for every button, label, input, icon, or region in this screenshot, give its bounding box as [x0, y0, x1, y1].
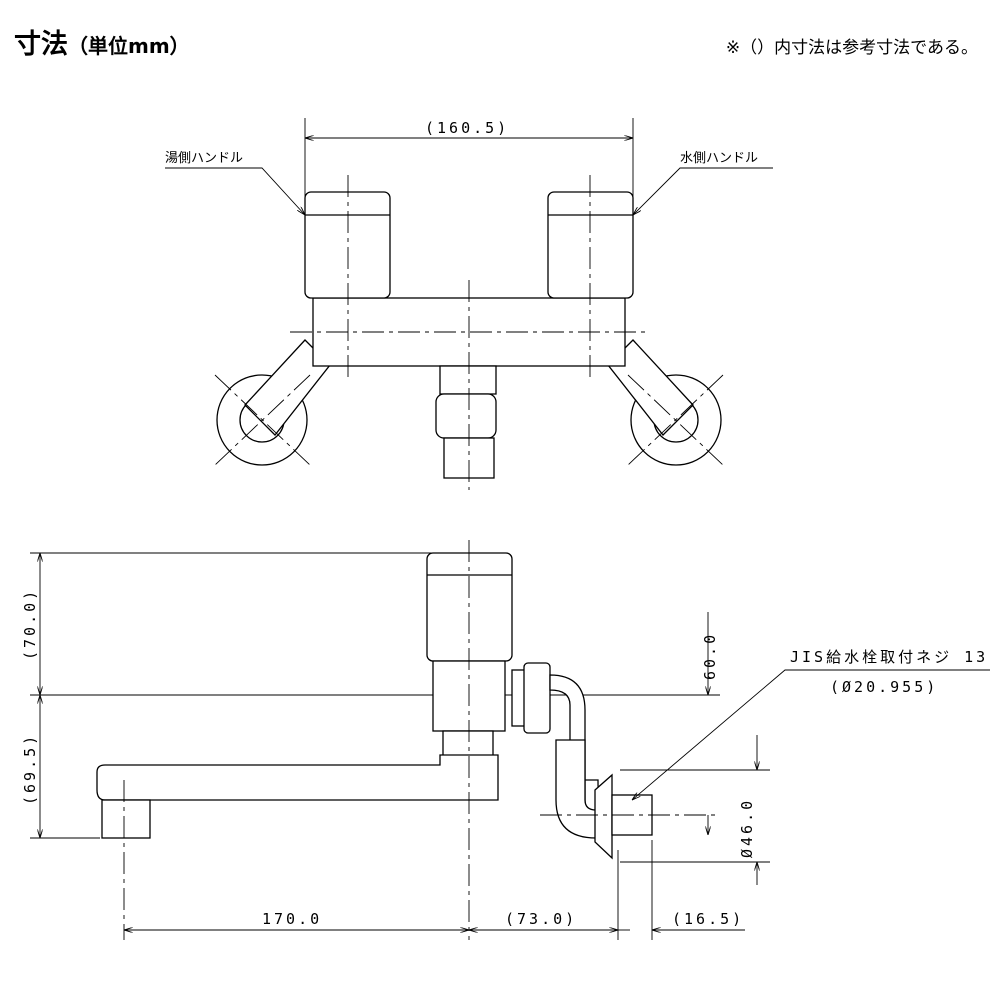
thread-size: (Ø20.955)	[830, 678, 938, 696]
dim-handle-height: (70.0)	[21, 588, 39, 660]
cold-handle	[547, 191, 634, 299]
dim-16-5: (16.5)	[672, 910, 744, 928]
dim-60: 60.0	[701, 632, 719, 680]
title-unit: （単位mm）	[68, 34, 190, 58]
dim-diameter: Ø46.0	[738, 798, 756, 858]
hot-handle-label: 湯側ハンドル	[165, 151, 243, 166]
hot-handle	[304, 191, 391, 299]
dim-width: (160.5)	[425, 119, 509, 137]
reference-note: ※（）内寸法は参考寸法である。	[725, 38, 978, 58]
side-view: (70.0) (69.5) 60.0 Ø46.0	[21, 540, 990, 940]
dim-73: (73.0)	[505, 910, 577, 928]
top-view: (160.5) 湯側ハンドル 水側ハンドル	[165, 118, 773, 490]
cold-handle-label: 水側ハンドル	[680, 151, 758, 166]
thread-label: JIS給水栓取付ネジ 13	[790, 648, 988, 666]
page-title: 寸法（単位mm）	[14, 22, 190, 61]
title-main: 寸法	[14, 29, 68, 60]
dim-spout-height: (69.5)	[21, 733, 39, 805]
dim-spout-length: 170.0	[262, 910, 322, 928]
